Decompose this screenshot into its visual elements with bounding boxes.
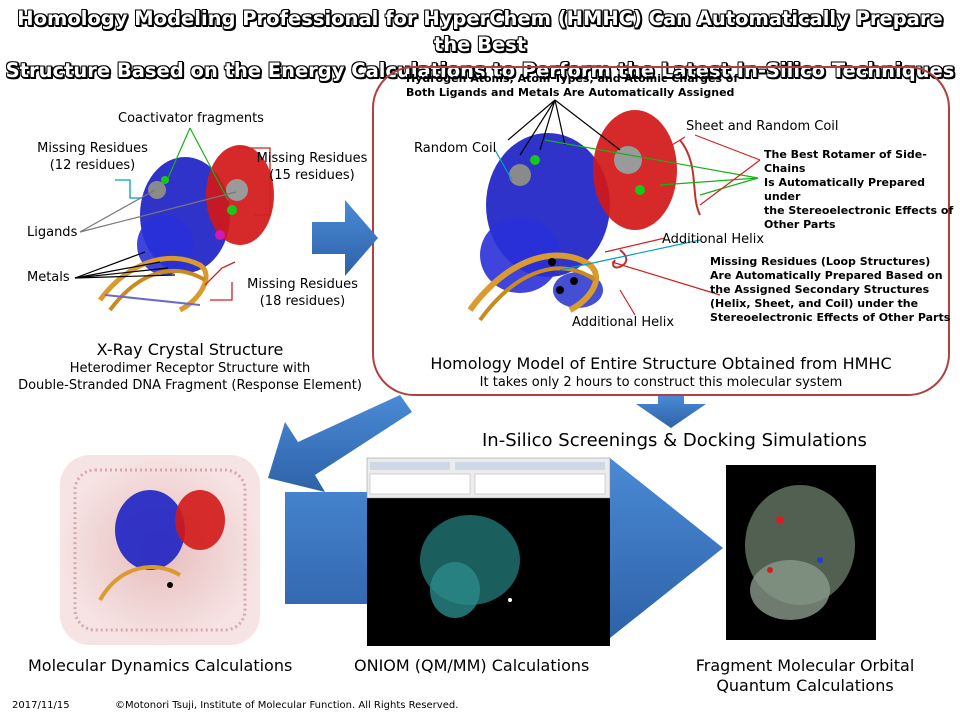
- label-metals: Metals: [27, 270, 70, 285]
- label-missing-residues-12: Missing Residues (12 residues): [20, 140, 165, 174]
- label-loop-structures-line1: Missing Residues (Loop Structures): [710, 255, 931, 268]
- red-pointers: [604, 134, 761, 316]
- homology-model-panel: [372, 66, 950, 396]
- arrow-xray-to-model: [312, 200, 378, 276]
- rotamer-pointers: [544, 139, 759, 196]
- xray-structure-image: [98, 145, 274, 313]
- label-missing-residues-18-line1: Missing Residues: [247, 277, 358, 292]
- label-best-rotamer-line1: The Best Rotamer of Side-Chains: [764, 148, 927, 175]
- label-random-coil: Random Coil: [414, 141, 497, 156]
- caption-oniom: ONIOM (QM/MM) Calculations: [354, 656, 590, 675]
- label-loop-structures: Missing Residues (Loop Structures) Are A…: [710, 255, 950, 325]
- label-best-rotamer-line2: Is Automatically Prepared under: [764, 176, 926, 203]
- footer-copyright: ©Motonori Tsuji, Institute of Molecular …: [115, 700, 459, 711]
- caption-fmo: Fragment Molecular Orbital Quantum Calcu…: [675, 656, 935, 696]
- label-loop-structures-line2: Are Automatically Prepared Based on: [710, 269, 943, 282]
- label-missing-residues-12-line1: Missing Residues: [37, 141, 148, 156]
- label-missing-residues-15-line2: (15 residues): [269, 168, 355, 183]
- caption-fmo-line1: Fragment Molecular Orbital: [695, 656, 915, 675]
- xray-caption: X-Ray Crystal Structure Heterodimer Rece…: [10, 340, 370, 394]
- label-missing-residues-15-line1: Missing Residues: [256, 151, 368, 166]
- xray-ligand-pointers: [79, 189, 237, 233]
- title-line-1: Homology Modeling Professional for Hyper…: [17, 7, 943, 56]
- label-additional-helix-2: Additional Helix: [572, 315, 675, 330]
- xray-cyan-bracket: [115, 179, 142, 199]
- label-hydrogen-atoms-line2: Both Ligands and Metals Are Automaticall…: [406, 86, 735, 99]
- footer-date: 2017/11/15: [12, 700, 70, 711]
- label-hydrogen-atoms: Hydrogen Atoms, Atom Types, and Atomic C…: [406, 72, 738, 100]
- label-coactivator-fragments: Coactivator fragments: [118, 111, 264, 126]
- homology-caption: Homology Model of Entire Structure Obtai…: [372, 354, 950, 391]
- label-additional-helix-1: Additional Helix: [662, 232, 765, 247]
- label-missing-residues-12-line2: (12 residues): [49, 158, 136, 173]
- caption-molecular-dynamics: Molecular Dynamics Calculations: [28, 656, 293, 675]
- homology-caption-title: Homology Model of Entire Structure Obtai…: [430, 354, 892, 373]
- label-missing-residues-18-line2: (18 residues): [259, 294, 346, 309]
- arrow-model-down: [636, 396, 706, 428]
- xray-caption-title: X-Ray Crystal Structure: [96, 340, 284, 359]
- xray-caption-line2: Heterodimer Receptor Structure with: [69, 361, 311, 376]
- title-line-2: Structure Based on the Energy Calculatio…: [5, 59, 955, 82]
- label-missing-residues-15: Missing Residues (15 residues): [252, 150, 372, 184]
- label-loop-structures-line5: Stereoelectronic Effects of Other Parts: [710, 311, 951, 324]
- label-loop-structures-line4: (Helix, Sheet, and Coil) under the: [710, 297, 919, 310]
- xray-caption-line3: Double-Stranded DNA Fragment (Response E…: [18, 378, 362, 393]
- fmo-image: [726, 465, 876, 640]
- caption-fmo-line2: Quantum Calculations: [716, 676, 894, 695]
- label-loop-structures-line3: the Assigned Secondary Structures: [710, 283, 930, 296]
- page-title: Homology Modeling Professional for Hyper…: [0, 6, 960, 84]
- label-hydrogen-atoms-line1: Hydrogen Atoms, Atom Types, and Atomic C…: [406, 72, 739, 85]
- xray-green-pointers: [167, 127, 229, 201]
- random-coil-pointers: [494, 149, 701, 271]
- label-missing-residues-18: Missing Residues (18 residues): [240, 276, 365, 310]
- xray-metal-pointers: [74, 251, 176, 279]
- homology-caption-sub: It takes only 2 hours to construct this …: [479, 375, 843, 390]
- label-ligands: Ligands: [27, 225, 78, 240]
- insilico-heading: In-Silico Screenings & Docking Simulatio…: [482, 430, 867, 451]
- xray-red-brackets: [204, 147, 271, 301]
- label-best-rotamer: The Best Rotamer of Side-Chains Is Autom…: [764, 148, 960, 232]
- label-best-rotamer-line3: the Stereoelectronic Effects of: [764, 204, 954, 217]
- oniom-screenshot-image: [366, 457, 611, 646]
- label-best-rotamer-line4: Other Parts: [764, 218, 836, 231]
- hydrogen-pointers: [507, 99, 621, 156]
- arrow-to-md: [268, 395, 412, 492]
- md-simulation-image: [60, 455, 260, 645]
- label-sheet-random-coil: Sheet and Random Coil: [686, 119, 839, 134]
- homology-model-image: [467, 110, 701, 322]
